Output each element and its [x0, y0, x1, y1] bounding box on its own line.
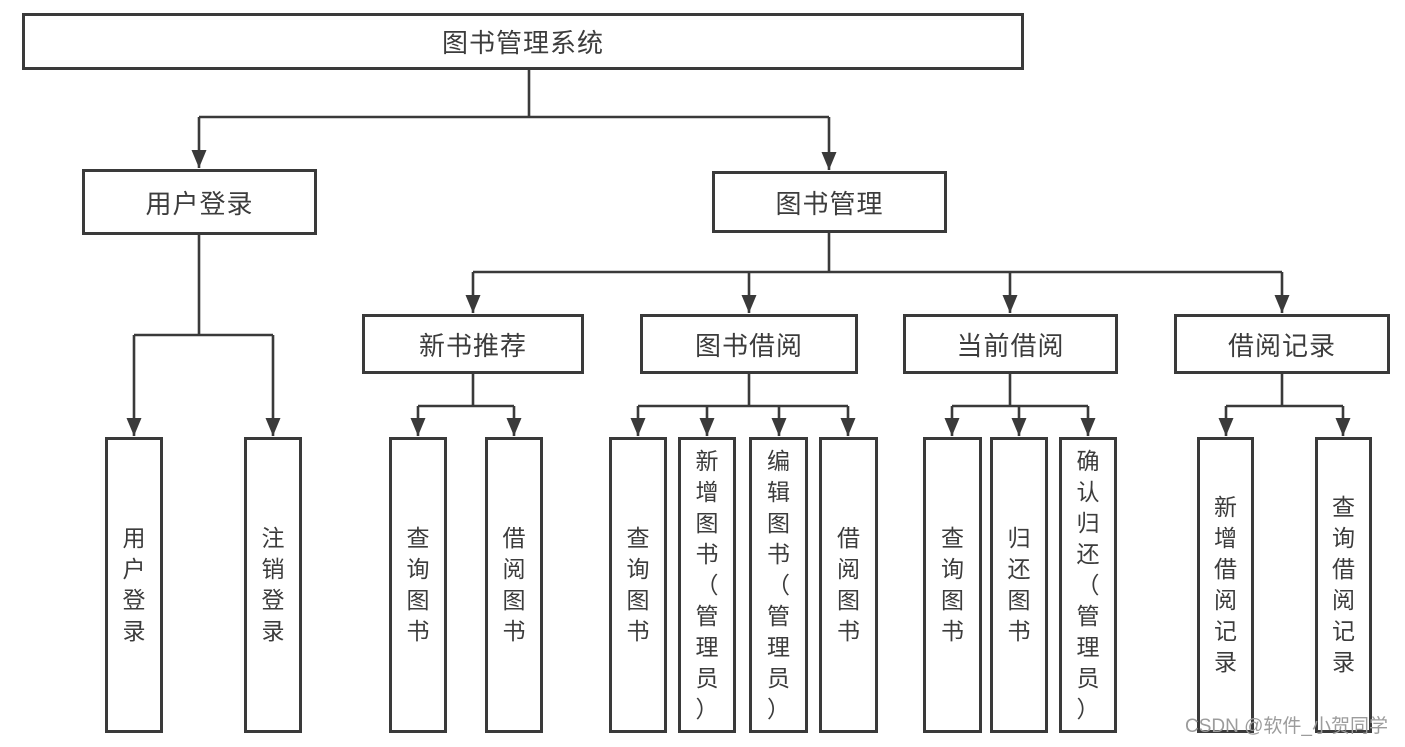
node-label: 新增借阅记录 [1214, 494, 1237, 675]
node-book-borrowing: 图书借阅 [640, 314, 858, 374]
node-label: 用户登录 [122, 525, 146, 644]
node-label: 图书借阅 [694, 330, 803, 361]
leaf-add-books-admin: 新增图书（管理员） [678, 437, 736, 733]
connector-rails [134, 70, 1343, 408]
node-label: 归还图书 [1007, 525, 1031, 644]
node-label: 借阅记录 [1227, 330, 1336, 361]
node-label: 查询图书 [941, 525, 964, 644]
node-current-borrowing: 当前借阅 [903, 314, 1118, 374]
leaf-return-books: 归还图书 [990, 437, 1048, 733]
leaf-query-books-recommend: 查询图书 [389, 437, 447, 733]
leaf-query-books-borrowing: 查询图书 [609, 437, 667, 733]
node-label: 查询图书 [626, 525, 650, 644]
csdn-watermark: CSDN @软件_小贺同学 [1185, 716, 1388, 737]
node-new-book-recommendation: 新书推荐 [362, 314, 584, 374]
node-label: 确认归还（管理员） [1076, 447, 1100, 722]
leaf-borrow-books-recommend: 借阅图书 [485, 437, 543, 733]
node-label: 图书管理系统 [441, 28, 604, 58]
node-label: 注销登录 [261, 525, 285, 644]
leaf-logout: 注销登录 [244, 437, 302, 733]
node-label: 查询图书 [406, 525, 430, 644]
node-label: 新书推荐 [418, 330, 527, 361]
node-label: 借阅图书 [837, 525, 860, 644]
arrow-group [126, 117, 1351, 436]
node-user-login: 用户登录 [82, 169, 317, 235]
node-label: 当前借阅 [956, 330, 1065, 361]
node-label: 图书管理 [775, 188, 884, 219]
leaf-borrow-books: 借阅图书 [819, 437, 878, 733]
node-borrowing-records: 借阅记录 [1174, 314, 1390, 374]
leaf-add-borrow-record: 新增借阅记录 [1197, 437, 1254, 733]
node-label: 用户登录 [145, 188, 254, 219]
leaf-user-login: 用户登录 [105, 437, 163, 733]
leaf-query-borrow-record: 查询借阅记录 [1315, 437, 1372, 733]
node-label: 借阅图书 [502, 525, 526, 644]
leaf-confirm-return-admin: 确认归还（管理员） [1059, 437, 1117, 733]
node-label: 查询借阅记录 [1332, 494, 1355, 675]
node-library-management-system: 图书管理系统 [22, 13, 1024, 70]
leaf-query-books-current: 查询图书 [923, 437, 982, 733]
node-label: 新增图书（管理员） [695, 447, 719, 722]
node-label: 编辑图书（管理员） [767, 447, 790, 722]
node-book-management: 图书管理 [712, 171, 947, 233]
leaf-edit-books-admin: 编辑图书（管理员） [749, 437, 808, 733]
